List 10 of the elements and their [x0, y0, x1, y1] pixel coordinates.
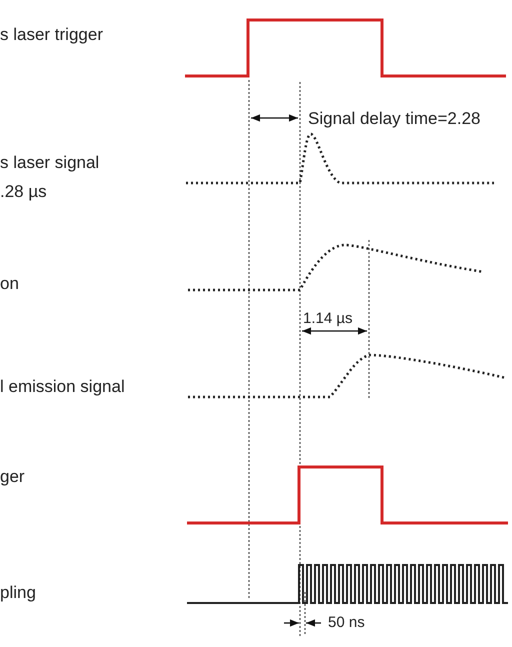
signal-label: pling — [0, 583, 36, 603]
signal-label: .28 µs — [0, 182, 47, 202]
signal-label: ger — [0, 467, 25, 487]
signal-label: l emission signal — [0, 377, 125, 397]
dimension-label: Signal delay time=2.28 — [308, 109, 480, 129]
dimension-label: 50 ns — [328, 614, 365, 632]
signal-label: s laser trigger — [0, 25, 103, 45]
dimension-label: 1.14 µs — [303, 310, 353, 328]
signal-label: on — [0, 274, 19, 294]
signal-label: s laser signal — [0, 153, 100, 173]
